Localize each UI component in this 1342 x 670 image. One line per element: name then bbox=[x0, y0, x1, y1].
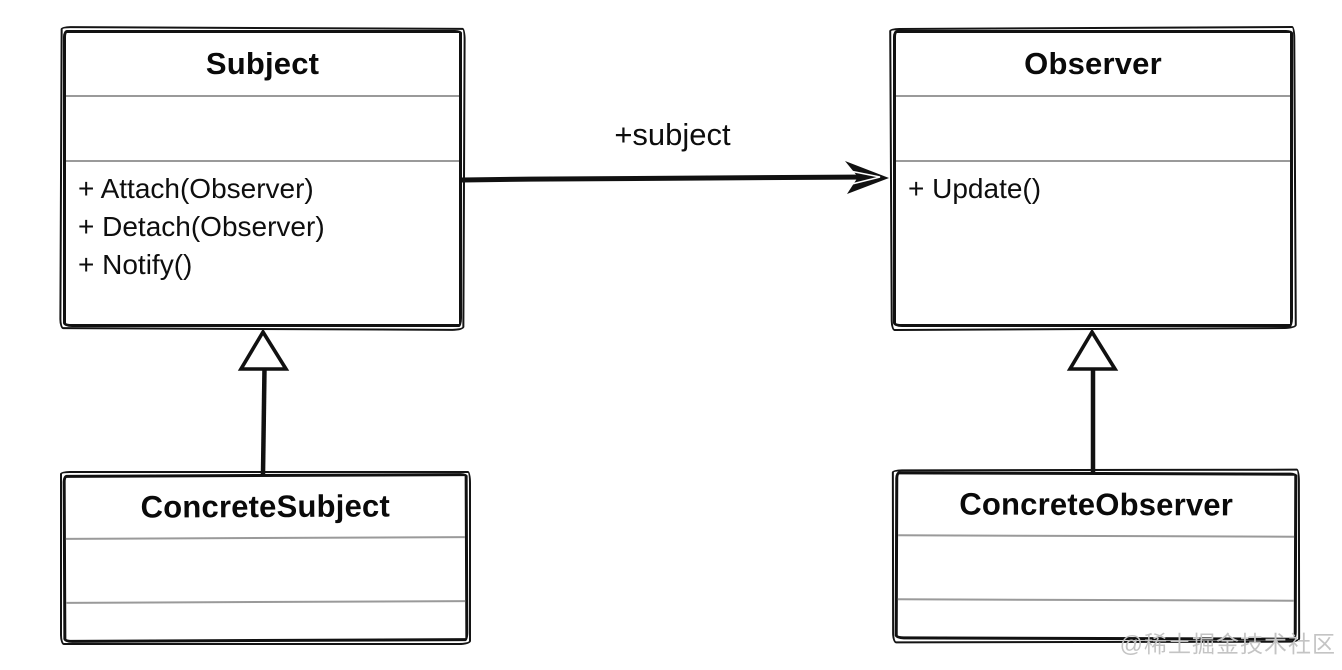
class-box-concrete-observer: ConcreteObserver bbox=[894, 471, 1298, 641]
method-label: + Update() bbox=[908, 173, 1042, 204]
class-name-subject: Subject bbox=[205, 46, 320, 81]
attributes-section-observer bbox=[896, 95, 1290, 160]
class-box-observer: Observer + Update() bbox=[893, 30, 1293, 327]
attributes-section-concrete-observer bbox=[897, 534, 1295, 600]
generalization-arrow-concreteobserver-observer bbox=[1066, 328, 1119, 472]
method-label: + Notify() bbox=[78, 249, 193, 280]
hollow-triangle-icon bbox=[237, 328, 290, 371]
generalization-arrow-concretesubject-subject bbox=[237, 328, 290, 475]
class-name-observer: Observer bbox=[1024, 46, 1162, 81]
attributes-section-subject bbox=[66, 95, 459, 160]
watermark: @稀土掘金技术社区 bbox=[1119, 631, 1336, 657]
methods-section-concrete-subject bbox=[66, 600, 466, 640]
attributes-section-concrete-subject bbox=[65, 536, 466, 602]
method-label: + Attach(Observer) bbox=[78, 173, 314, 204]
class-box-subject: Subject + Attach(Observer) + Detach(Obse… bbox=[63, 30, 462, 327]
class-name-concrete-observer: ConcreteObserver bbox=[959, 486, 1234, 523]
association-arrowhead-icon bbox=[845, 161, 889, 194]
methods-section-subject: + Attach(Observer) + Detach(Observer) + … bbox=[66, 160, 459, 324]
association-label: +subject bbox=[614, 117, 731, 152]
association-arrowhead-sketch-gap bbox=[849, 170, 881, 185]
association-line bbox=[461, 174, 871, 183]
association-arrow-subject-observer bbox=[461, 161, 889, 194]
methods-section-observer: + Update() bbox=[896, 160, 1290, 324]
class-name-concrete-subject: ConcreteSubject bbox=[140, 488, 391, 525]
generalization-line bbox=[260, 367, 267, 475]
method-label: + Detach(Observer) bbox=[78, 211, 325, 242]
class-box-concrete-subject: ConcreteSubject bbox=[62, 473, 469, 643]
hollow-triangle-icon bbox=[1066, 328, 1119, 371]
